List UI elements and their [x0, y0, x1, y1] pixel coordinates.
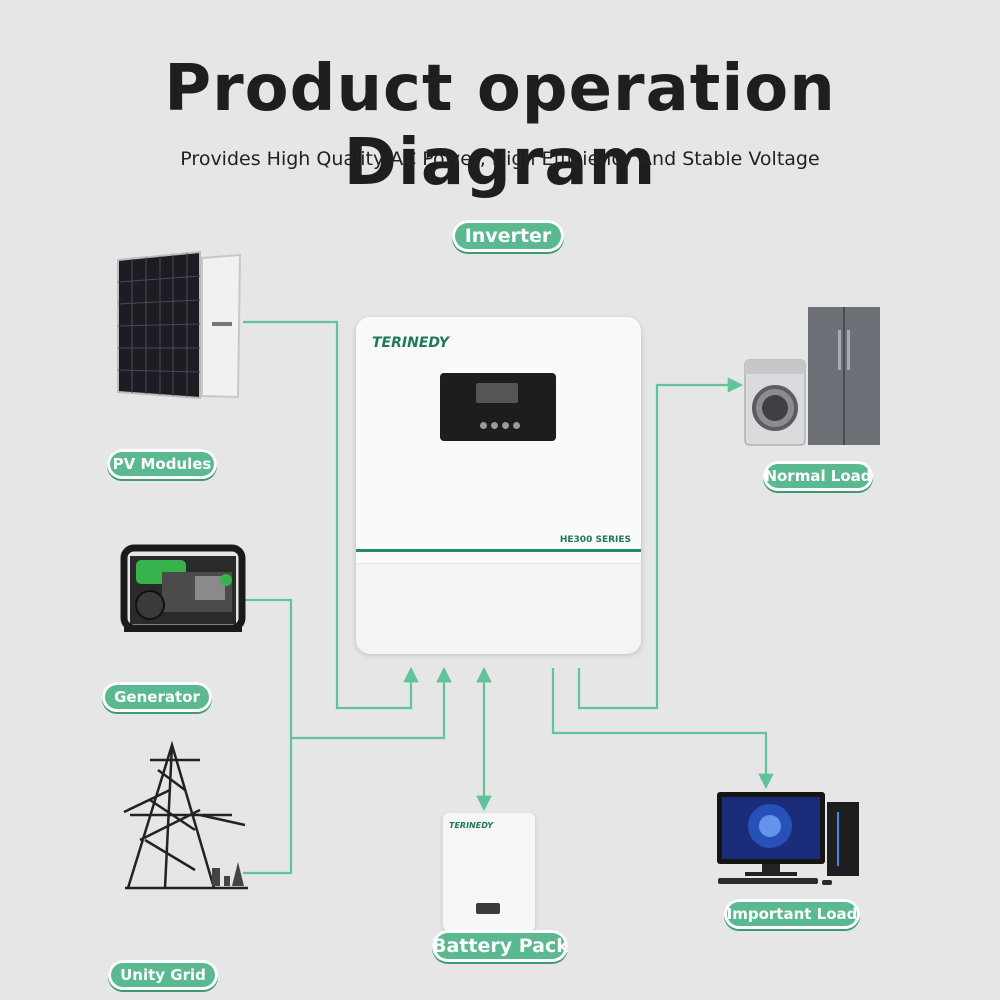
- inverter-button: [480, 422, 487, 429]
- page-title: Product operation Diagram: [164, 52, 836, 200]
- grid-connection-line: [291, 666, 452, 740]
- inverter-button: [491, 422, 498, 429]
- inverter-button: [513, 422, 520, 429]
- battery-indicator: [476, 903, 500, 914]
- battery-pack-label: Battery Pack: [432, 930, 569, 962]
- pv-connection-line: [243, 320, 419, 710]
- important-load-label: Important Load: [724, 899, 860, 929]
- inverter-accent-stripe: [356, 549, 641, 552]
- generator-label: Generator: [102, 682, 212, 712]
- page-subtitle: Provides High Quality AC Power, High Eff…: [180, 148, 820, 170]
- unity-grid-label: Unity Grid: [108, 960, 218, 990]
- important-load-connection-line: [551, 668, 774, 790]
- generator-connection-line: [243, 598, 293, 875]
- inverter-lcd-screen: [476, 383, 518, 403]
- battery-brand-logo: TERINEDY: [449, 821, 494, 830]
- inverter-device: TERINEDY HE300 SERIES: [356, 317, 641, 654]
- inverter-display-panel: [440, 373, 556, 441]
- normal-load-label: Normal Load: [763, 461, 873, 491]
- pv-modules-label: PV Modules: [107, 449, 217, 479]
- normal-load-connection-line: [577, 377, 744, 710]
- inverter-series-label: HE300 SERIES: [559, 535, 631, 545]
- inverter-button: [502, 422, 509, 429]
- inverter-brand-logo: TERINEDY: [372, 335, 450, 351]
- battery-pack-device: TERINEDY: [443, 813, 535, 931]
- inverter-lower-panel: [356, 563, 641, 654]
- inverter-label: Inverter: [452, 220, 564, 252]
